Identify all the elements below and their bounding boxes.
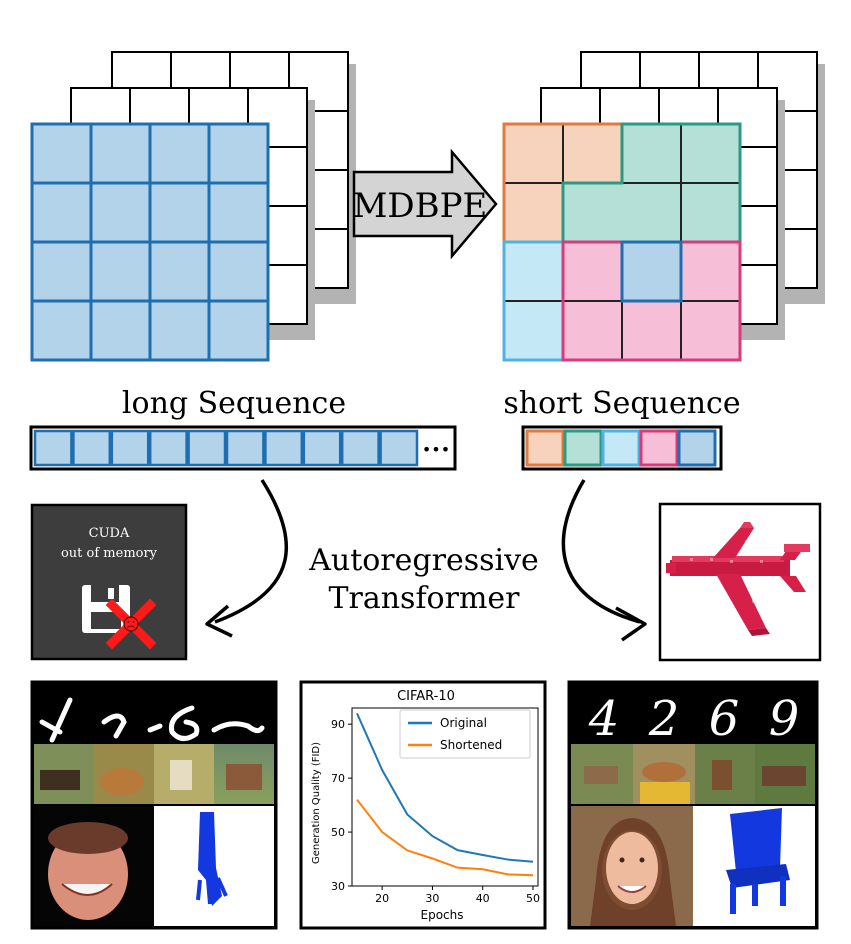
chair-sample-distorted	[154, 806, 274, 926]
sequence-token	[110, 429, 150, 467]
left-curved-arrow	[205, 479, 289, 638]
ellipsis-icon: •••	[422, 440, 450, 459]
airplane-icon	[666, 522, 810, 636]
right-curved-arrow	[561, 479, 647, 642]
y-tick-label: 90	[331, 718, 345, 731]
cifar-samples-clear	[571, 744, 815, 804]
mdbpe-arrow: MDBPE	[353, 148, 498, 260]
short-sequence-bar	[521, 425, 723, 471]
digit-right-2: 6	[709, 691, 740, 747]
grid-cell	[89, 181, 152, 244]
oom-label: out of memory	[61, 546, 158, 561]
digit-right-1: 2	[648, 691, 680, 747]
grid-front-layer	[30, 122, 270, 362]
sad-face-icon	[123, 616, 139, 632]
long-sequence-tokens	[33, 429, 419, 467]
chair-sample-clear	[693, 806, 815, 926]
chair-icon	[726, 808, 790, 914]
right-samples-panel: 4 2 6 9	[567, 680, 819, 930]
chart-title: CIFAR-10	[397, 689, 455, 704]
face-sample-blurry	[34, 806, 154, 926]
grid-cell	[207, 122, 270, 185]
x-tick-label: 40	[476, 892, 490, 905]
chart-axes-frame	[351, 707, 539, 887]
left-samples-panel	[30, 680, 278, 930]
cuda-label: CUDA	[89, 526, 130, 541]
sequence-token-cyan	[601, 429, 641, 467]
mdbpe-label: MDBPE	[353, 186, 488, 226]
face-sample-clear	[571, 806, 693, 926]
sequence-token	[148, 429, 188, 467]
legend-label-original: Original	[440, 716, 487, 730]
chart-plot-area: 20 30 40 50 30 50 70 90	[331, 707, 540, 905]
sequence-token-pink	[639, 429, 679, 467]
sequence-token	[302, 429, 342, 467]
sequence-token	[33, 429, 73, 467]
grid-cell	[30, 240, 93, 303]
grid-cell	[207, 299, 270, 362]
y-tick-label: 30	[331, 880, 345, 893]
sequence-token-teal	[563, 429, 603, 467]
mnist-digits-clear: 4 2 6 9	[588, 691, 800, 747]
chart-legend: Original Shortened	[399, 709, 531, 759]
grid-cell	[89, 299, 152, 362]
grid-cell	[30, 181, 93, 244]
series-line-original	[356, 712, 534, 863]
floppy-disk-icon	[82, 585, 130, 633]
grid-cell	[148, 181, 211, 244]
airplane-panel	[658, 502, 822, 662]
grid-cell	[148, 240, 211, 303]
sequence-token	[340, 429, 380, 467]
model-label-line2: Transformer	[328, 581, 520, 616]
legend-label-shortened: Shortened	[440, 738, 502, 752]
series-line-shortened	[356, 799, 534, 877]
grid-cell	[30, 299, 93, 362]
long-sequence-bar: •••	[29, 425, 457, 471]
grid-cell	[89, 122, 152, 185]
mnist-digits-blurry	[39, 697, 265, 743]
chart-y-label: Generation Quality (FID)	[311, 742, 322, 864]
x-tick-label: 50	[526, 892, 540, 905]
x-tick-label: 20	[375, 892, 389, 905]
sequence-token	[225, 429, 265, 467]
sequence-token	[72, 429, 112, 467]
sequence-token-blue	[677, 429, 717, 467]
long-sequence-label: long Sequence	[122, 386, 346, 421]
grid-cell	[148, 299, 211, 362]
sequence-token	[264, 429, 304, 467]
token-region-blue	[622, 242, 681, 301]
chart-panel: CIFAR-10 Generation Quality (FID) Epochs…	[299, 680, 547, 930]
cuda-oom-panel: CUDA out of memory	[30, 503, 188, 661]
grid-cell	[207, 240, 270, 303]
long-grid-stack	[30, 51, 356, 362]
short-grid-stack	[502, 51, 825, 362]
cifar-samples-blurry	[34, 744, 274, 804]
short-sequence-tokens	[525, 429, 717, 467]
y-tick-label: 50	[331, 826, 345, 839]
sequence-token-orange	[525, 429, 565, 467]
x-tick-label: 30	[425, 892, 439, 905]
merged-token-grid	[502, 122, 742, 362]
digit-right-0: 4	[588, 691, 620, 747]
short-sequence-label: short Sequence	[503, 386, 740, 421]
chart-x-label: Epochs	[421, 908, 464, 922]
grid-cell	[30, 122, 93, 185]
y-tick-label: 70	[331, 772, 345, 785]
grid-cell	[207, 181, 270, 244]
sequence-token	[379, 429, 419, 467]
grid-cell	[148, 122, 211, 185]
sequence-token	[187, 429, 227, 467]
model-label-line1: Autoregressive	[308, 543, 539, 578]
digit-right-3: 9	[769, 691, 800, 747]
grid-cell	[89, 240, 152, 303]
